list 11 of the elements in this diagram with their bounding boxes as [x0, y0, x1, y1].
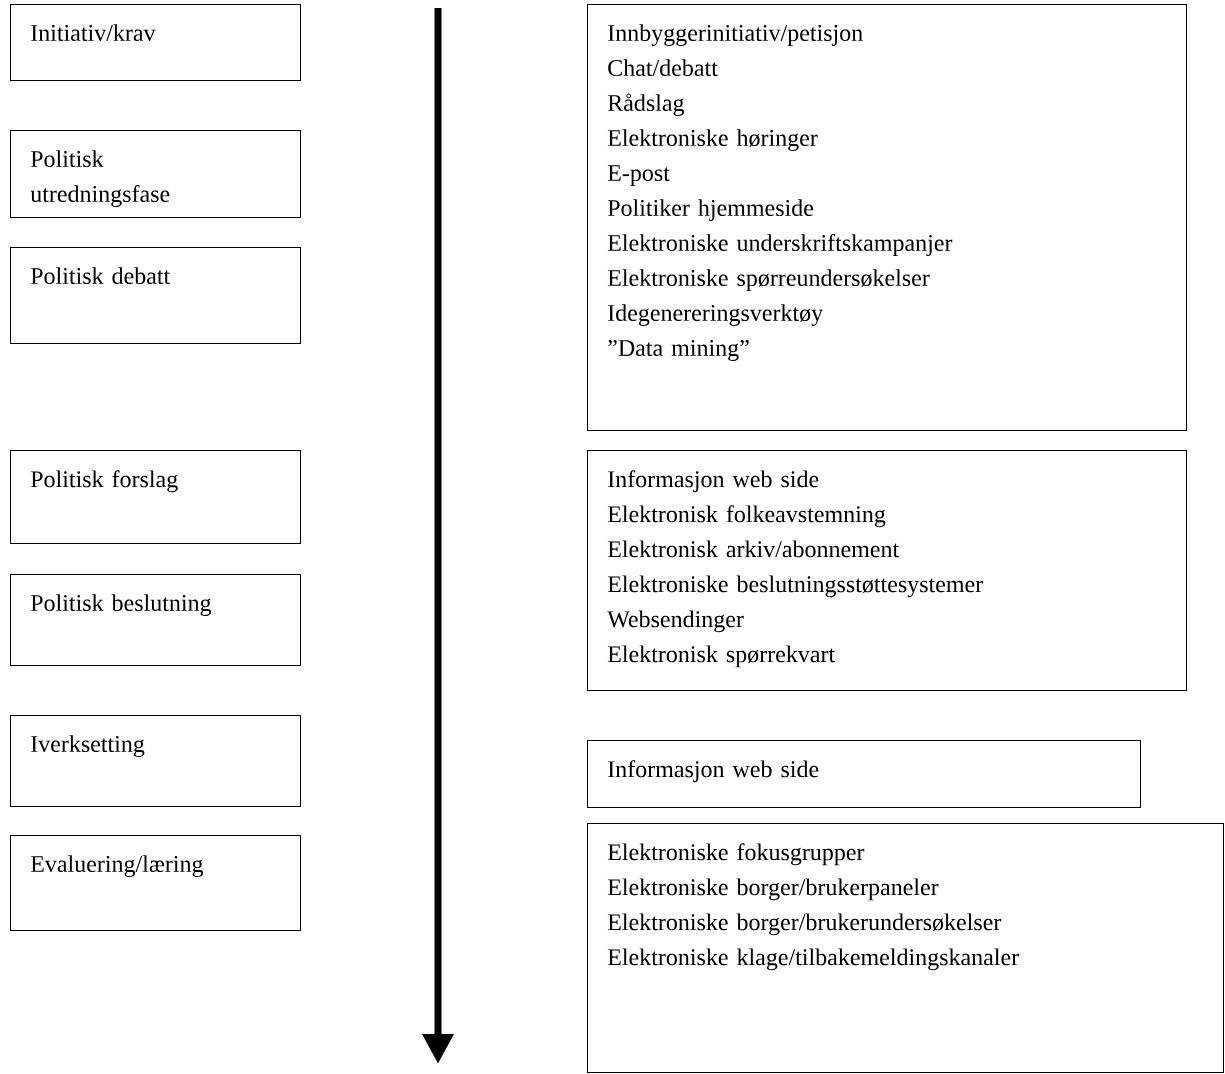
- tool-list-box: Informasjon web side: [587, 740, 1141, 808]
- stage-box: Initiativ/krav: [10, 4, 301, 81]
- stage-box: Politisk utredningsfase: [10, 130, 301, 218]
- tool-list-box: Informasjon web side Elektronisk folkeavstemning Elektronisk arkiv/abonnement Elektroniske beslutningsstøttesystemer Websendinger Elektronisk spørrekvart: [587, 450, 1187, 691]
- stage-box: Politisk beslutning: [10, 574, 301, 666]
- tool-list-box: Innbyggerinitiativ/petisjon Chat/debatt Rådslag Elektroniske høringer E-post Politiker hjemmeside Elektroniske underskriftskampanjer Elektroniske spørreundersøkelser Idegenereringsverktøy ”Data mining”: [587, 4, 1187, 431]
- stage-box: Evaluering/læring: [10, 835, 301, 931]
- stage-box: Politisk debatt: [10, 247, 301, 344]
- tool-list-box: Elektroniske fokusgrupper Elektroniske borger/brukerpaneler Elektroniske borger/brukerundersøkelser Elektroniske klage/tilbakemeldingskanaler: [587, 823, 1224, 1073]
- stage-box: Iverksetting: [10, 715, 301, 807]
- stage-box: Politisk forslag: [10, 450, 301, 544]
